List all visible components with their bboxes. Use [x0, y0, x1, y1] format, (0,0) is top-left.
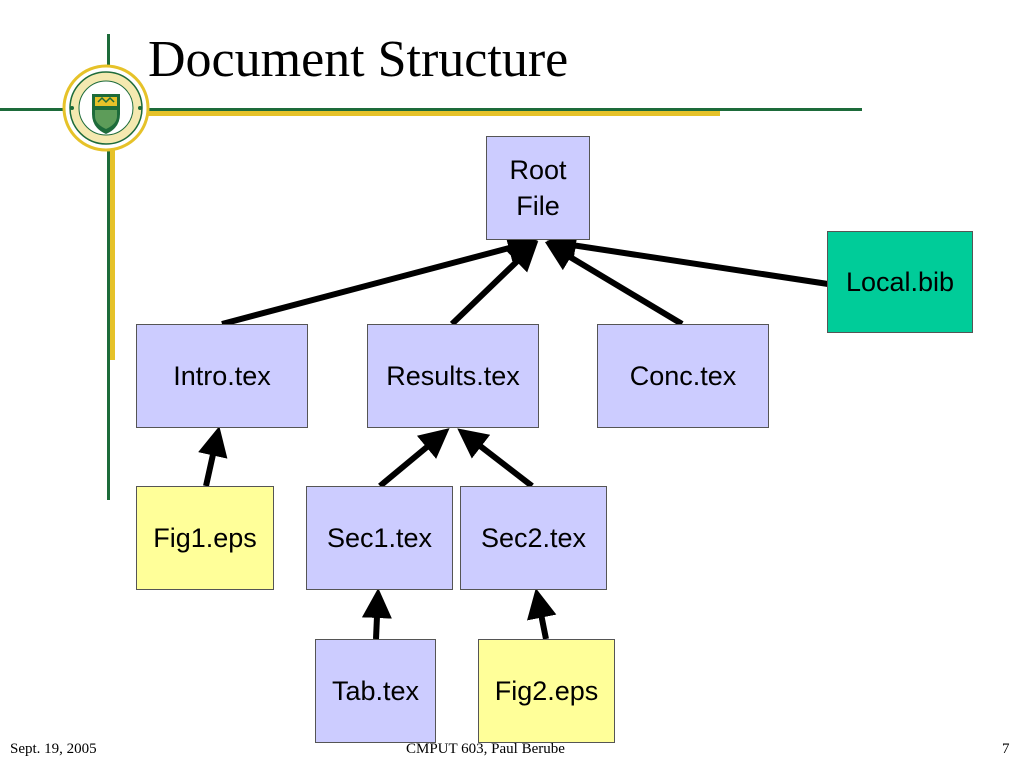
footer-page-number: 7 [1002, 741, 1010, 757]
node-sec1-tex: Sec1.tex [306, 486, 453, 590]
arrow-sec1-to-results [378, 428, 450, 489]
node-sec2-tex-label: Sec2.tex [480, 522, 587, 553]
slide-title: Document Structure [148, 31, 569, 88]
node-fig1-eps: Fig1.eps [136, 486, 274, 590]
footer-course: CMPUT 603, Paul Berube [406, 741, 565, 757]
node-results-tex: Results.tex [367, 324, 539, 428]
node-root-file-label: Root File [509, 154, 567, 221]
node-local-bib: Local.bib [827, 231, 973, 333]
node-sec1-tex-label: Sec1.tex [326, 522, 433, 553]
template-vertical-green-line [107, 34, 110, 500]
arrow-conc-to-root [544, 241, 684, 327]
node-fig2-eps-label: Fig2.eps [494, 675, 599, 706]
arrow-localbib-to-root [546, 230, 829, 287]
arrow-intro-to-root [221, 233, 538, 327]
node-fig2-eps: Fig2.eps [478, 639, 615, 743]
arrow-sec2-to-results [457, 428, 534, 489]
node-sec2-tex: Sec2.tex [460, 486, 607, 590]
footer-date: Sept. 19, 2005 [10, 741, 97, 757]
arrow-fig2-to-sec2 [526, 588, 557, 640]
node-root-file: Root File [486, 136, 590, 240]
arrow-fig1-to-intro [198, 426, 228, 487]
template-horizontal-green-line [0, 108, 862, 111]
template-horizontal-gold-line [140, 111, 720, 116]
node-conc-tex-label: Conc.tex [629, 360, 737, 391]
university-crest-icon [62, 64, 150, 152]
node-results-tex-label: Results.tex [386, 360, 520, 391]
node-fig1-eps-label: Fig1.eps [153, 522, 257, 553]
node-intro-tex: Intro.tex [136, 324, 308, 428]
node-tab-tex: Tab.tex [315, 639, 436, 743]
node-local-bib-label: Local.bib [845, 266, 955, 297]
node-conc-tex: Conc.tex [597, 324, 769, 428]
arrow-tab-to-sec1 [361, 588, 392, 640]
arrow-results-to-root [449, 240, 539, 327]
template-vertical-gold-line [110, 150, 115, 360]
node-intro-tex-label: Intro.tex [173, 360, 271, 391]
node-tab-tex-label: Tab.tex [331, 675, 420, 706]
